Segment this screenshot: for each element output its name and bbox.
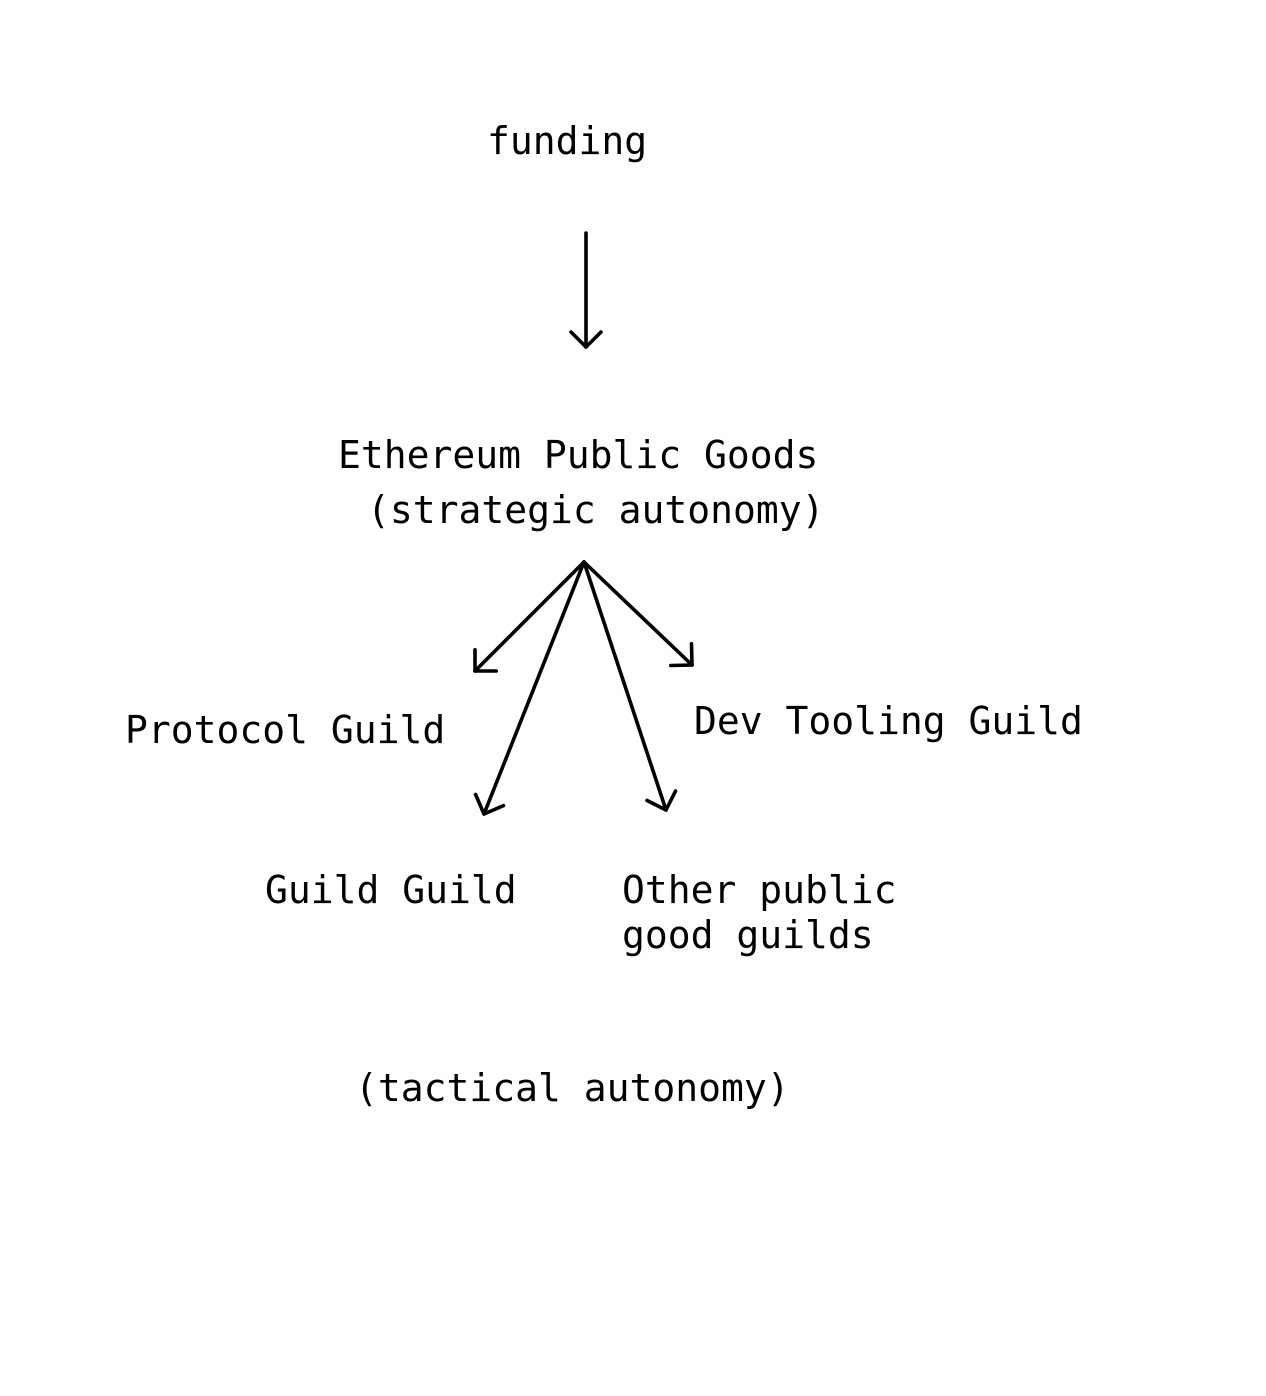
root-node-title: Ethereum Public Goods xyxy=(338,433,819,477)
node-other-guilds-line2: good guilds xyxy=(622,912,874,957)
node-dev-tooling-guild: Dev Tooling Guild xyxy=(694,699,1083,743)
tactical-autonomy-label: (tactical autonomy) xyxy=(355,1066,790,1110)
node-guild-guild: Guild Guild xyxy=(265,868,517,912)
funding-label: funding xyxy=(487,119,648,163)
arrow-root-to-dev-tooling-guild xyxy=(582,560,694,668)
root-node-subtitle: (strategic autonomy) xyxy=(367,488,825,532)
arrow-root-to-protocol-guild xyxy=(473,560,586,673)
arrow-root-to-other-guilds xyxy=(582,560,678,812)
node-other-public-good-guilds: Other public good guilds xyxy=(622,868,897,958)
node-other-guilds-line1: Other public xyxy=(622,868,897,912)
arrow-root-to-guild-guild xyxy=(473,560,586,816)
node-protocol-guild: Protocol Guild xyxy=(125,708,446,752)
